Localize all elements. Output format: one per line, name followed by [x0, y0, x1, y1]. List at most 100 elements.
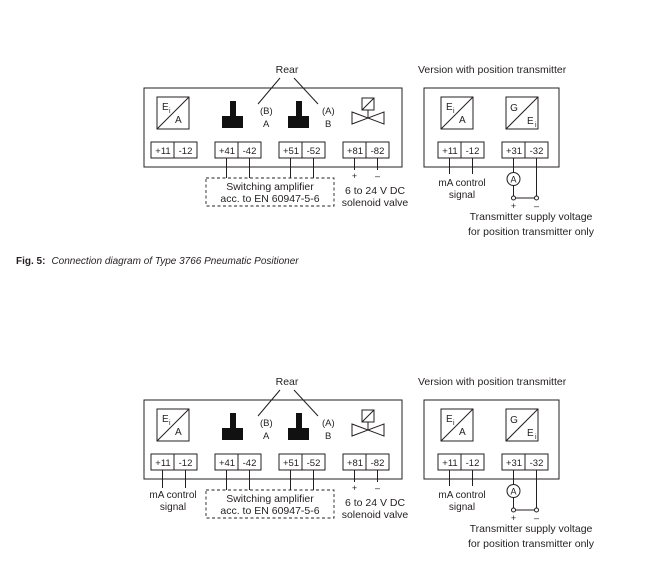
d2-left-3-terminal-minus: -52 — [307, 458, 321, 469]
d2-left-4-terminal-minus: -82 — [371, 458, 385, 469]
figure-caption-text: Connection diagram of Type 3766 Pneumati… — [51, 256, 299, 267]
d1-left-4-terminal-minus: -82 — [371, 146, 385, 157]
d1-right-ei-a-symbol-e: E — [446, 102, 453, 113]
d2-right-signal-label-1: mA control — [438, 490, 485, 501]
d2-g-ei-symbol-diagonal — [505, 408, 539, 442]
d2-switch-b-block-icon — [222, 413, 243, 440]
d1-right-1-terminal-plus: +11 — [442, 146, 457, 157]
d1-switch-b-block-icon — [222, 101, 243, 128]
d1-left-1-terminal-minus: -12 — [179, 146, 193, 157]
d2-left-2-terminal-minus: -42 — [243, 458, 257, 469]
d2-left-ei-a-symbol-e: E — [162, 414, 169, 425]
d1-right-2-terminal-minus: -32 — [530, 146, 544, 157]
d1-left-ei-a-symbol-diagonal — [156, 96, 190, 130]
d2-left-housing-box — [143, 399, 403, 480]
d1-rear-pointer-right — [293, 77, 319, 105]
d2-left-3-terminal-plus: +51 — [283, 458, 299, 469]
d1-solenoid-label-1: 6 to 24 V DC — [345, 185, 406, 197]
d1-left-2-terminal-plus: +41 — [219, 146, 235, 157]
d2-left-ei-a-symbol-diagonal — [156, 408, 190, 442]
d2-solenoid-plus-sign: + — [352, 483, 357, 493]
d2-right-1-terminal-plus: +11 — [442, 458, 457, 469]
d2-rear-pointer-left — [257, 389, 281, 417]
d2-switch-b-bottom-label: A — [263, 431, 270, 442]
d1-tx-supply-label-1: Transmitter supply voltage — [470, 211, 593, 223]
d2-right-ei-a-symbol-e: E — [446, 414, 453, 425]
d1-right-ei-a-symbol-diagonal — [440, 96, 474, 130]
d1-right-ei-a-symbol-sub: i — [453, 108, 455, 115]
d1-solenoid-plus-sign: + — [352, 171, 357, 181]
d2-version-label: Version with position transmitter — [418, 376, 567, 388]
d2-switch-b-top-label: (B) — [260, 418, 273, 429]
d2-left-signal-label-2: signal — [160, 502, 186, 513]
d2-g-ei-symbol-e: E — [527, 428, 534, 439]
d2-right-1-terminal-minus: -12 — [466, 458, 480, 469]
d1-left-ei-a-symbol-sub: i — [169, 108, 171, 115]
d1-switching-amp-label-1: Switching amplifier — [226, 181, 314, 193]
d2-switching-amp-label-2: acc. to EN 60947-5-6 — [220, 505, 319, 517]
d2-right-signal-label-2: signal — [449, 502, 475, 513]
d1-right-1-terminal-minus: -12 — [466, 146, 480, 157]
figure-caption: Fig. 5: Connection diagram of Type 3766 P… — [16, 256, 299, 267]
d1-right-signal-label-2: signal — [449, 190, 475, 201]
d1-switch-a-block-icon — [288, 101, 309, 128]
d2-left-1-terminal-minus: -12 — [179, 458, 193, 469]
d1-left-2-terminal-minus: -42 — [243, 146, 257, 157]
d2-right-ei-a-symbol-den: A — [459, 427, 466, 438]
d2-right-ei-a-symbol-sub: i — [453, 420, 455, 427]
d1-tx-minus-sign: – — [534, 201, 539, 211]
d1-left-housing-box — [143, 87, 403, 168]
d1-rear-pointer-left — [257, 77, 281, 105]
d2-ammeter-label: A — [510, 487, 516, 497]
d2-tx-supply-label-1: Transmitter supply voltage — [470, 523, 593, 535]
d1-solenoid-label-2: solenoid valve — [342, 197, 409, 209]
d1-g-ei-symbol-diagonal — [505, 96, 539, 130]
d1-left-4-terminal-plus: +81 — [347, 146, 363, 157]
d1-tx-minus-terminal-icon — [534, 195, 539, 201]
d1-left-ei-a-symbol-den: A — [175, 115, 182, 126]
d1-left-1-terminal-plus: +11 — [155, 146, 170, 157]
d2-g-ei-symbol-box — [505, 408, 539, 442]
d2-right-2-terminal-plus: +31 — [506, 458, 522, 469]
d1-switch-a-bottom-label: B — [325, 119, 331, 130]
d2-solenoid-label-2: solenoid valve — [342, 509, 409, 521]
d2-right-housing-box — [423, 399, 560, 480]
d1-version-label: Version with position transmitter — [418, 64, 567, 76]
d1-right-signal-label-1: mA control — [438, 178, 485, 189]
d2-left-ei-a-symbol-den: A — [175, 427, 182, 438]
d1-solenoid-valve-icon — [351, 111, 385, 125]
d1-left-3-terminal-minus: -52 — [307, 146, 321, 157]
d2-right-ei-a-symbol-box — [440, 408, 474, 442]
d1-right-ei-a-symbol-box — [440, 96, 474, 130]
d2-g-ei-symbol-sub: i — [535, 434, 537, 441]
d2-solenoid-valve-icon — [351, 423, 385, 437]
d2-switching-amp-dashed-box — [205, 489, 335, 519]
d2-solenoid-coil-diagonal — [361, 409, 375, 423]
d2-tx-plus-terminal-icon — [511, 507, 516, 513]
d1-switch-b-top-label: (B) — [260, 106, 273, 117]
d2-solenoid-minus-sign: – — [375, 483, 380, 493]
d1-ammeter-label: A — [510, 175, 516, 185]
d2-switching-amp-label-1: Switching amplifier — [226, 493, 314, 505]
d1-tx-supply-label-2: for position transmitter only — [468, 226, 595, 238]
figure-caption-label: Fig. 5: — [16, 256, 46, 267]
d2-right-2-terminal-minus: -32 — [530, 458, 544, 469]
d1-tx-plus-terminal-icon — [511, 195, 516, 201]
d2-rear-label: Rear — [276, 376, 299, 388]
d1-right-ei-a-symbol-den: A — [459, 115, 466, 126]
d2-rear-pointer-right — [293, 389, 319, 417]
d2-g-ei-symbol-g: G — [510, 415, 518, 426]
d1-right-2-terminal-plus: +31 — [506, 146, 522, 157]
d2-right-ei-a-symbol-diagonal — [440, 408, 474, 442]
d2-tx-minus-sign: – — [534, 513, 539, 523]
d1-switch-a-top-label: (A) — [322, 106, 335, 117]
d1-g-ei-symbol-g: G — [510, 103, 518, 114]
d2-left-1-terminal-plus: +11 — [155, 458, 170, 469]
d1-g-ei-symbol-sub: i — [535, 122, 537, 129]
d1-left-ei-a-symbol-e: E — [162, 102, 169, 113]
d2-left-ei-a-symbol-box — [156, 408, 190, 442]
d1-right-housing-box — [423, 87, 560, 168]
